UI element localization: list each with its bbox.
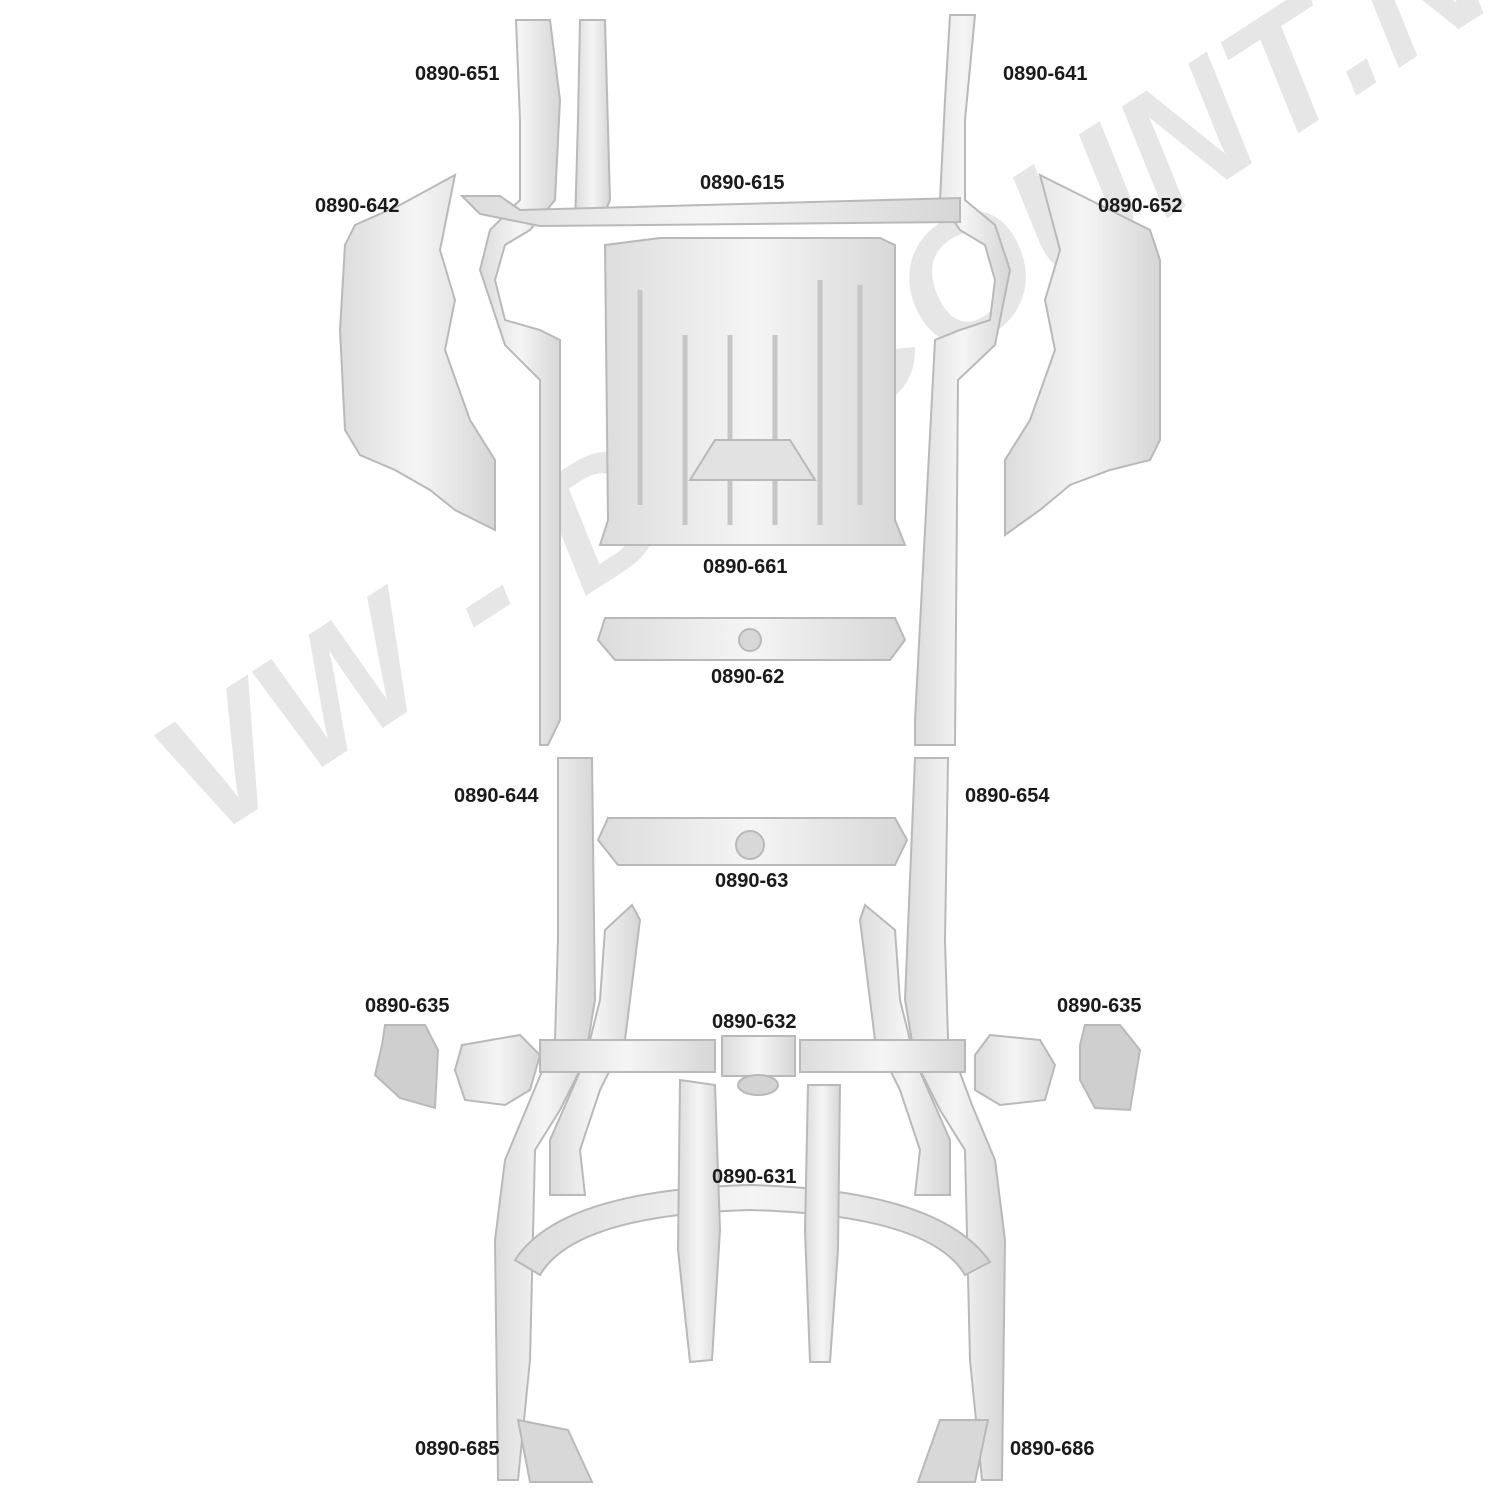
- part-0890-635-right: [1079, 1024, 1142, 1112]
- part-0890-641: [914, 14, 1012, 746]
- part-0890-631-left: [676, 1078, 722, 1364]
- part-0890-686: [916, 1419, 990, 1483]
- part-rear-arc: [513, 1183, 992, 1277]
- part-0890-635-left: [373, 1024, 440, 1110]
- part-0890-651-channel: [573, 19, 612, 226]
- label-0890-631: 0890-631: [712, 1166, 797, 1188]
- label-0890-62: 0890-62: [711, 666, 785, 688]
- part-torsion-end-left: [453, 1033, 542, 1107]
- part-0890-652: [1004, 173, 1161, 537]
- part-torsion-end-right: [974, 1033, 1057, 1107]
- part-0890-632: [539, 1039, 716, 1073]
- part-0890-661-hump: [688, 439, 817, 481]
- label-0890-654: 0890-654: [965, 785, 1050, 807]
- label-0890-686: 0890-686: [1010, 1438, 1095, 1460]
- part-0890-632-flange: [737, 1074, 779, 1096]
- part-0890-661: [598, 237, 907, 546]
- part-0890-615: [459, 195, 961, 228]
- label-0890-651: 0890-651: [415, 63, 500, 85]
- label-0890-635-right: 0890-635: [1057, 995, 1142, 1017]
- part-0890-651: [478, 19, 562, 746]
- label-0890-644: 0890-644: [454, 785, 539, 807]
- label-0890-615: 0890-615: [700, 172, 785, 194]
- label-0890-661: 0890-661: [703, 556, 788, 578]
- label-0890-632: 0890-632: [712, 1011, 797, 1033]
- part-0890-631-right: [803, 1084, 842, 1363]
- label-0890-685: 0890-685: [415, 1438, 500, 1460]
- part-0890-632-center: [721, 1035, 796, 1077]
- label-0890-642: 0890-642: [315, 195, 400, 217]
- part-0890-685: [516, 1418, 594, 1483]
- part-0890-642: [338, 173, 496, 532]
- part-0890-63-hole: [735, 830, 765, 860]
- part-0890-62-hole: [738, 628, 762, 652]
- label-0890-652: 0890-652: [1098, 195, 1183, 217]
- label-0890-635-left: 0890-635: [365, 995, 450, 1017]
- label-0890-641: 0890-641: [1003, 63, 1088, 85]
- label-0890-63: 0890-63: [715, 870, 789, 892]
- part-0890-632-right: [799, 1039, 966, 1073]
